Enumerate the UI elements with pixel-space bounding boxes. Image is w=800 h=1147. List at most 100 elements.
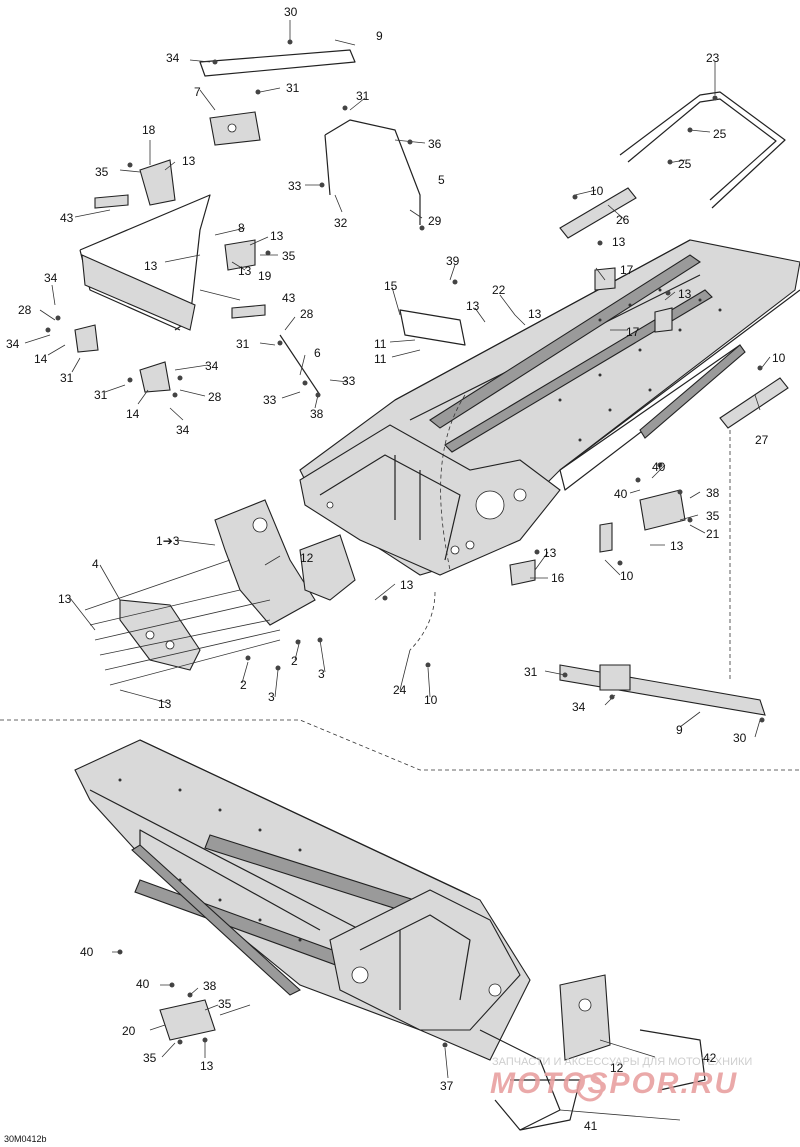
leader-lines-lower	[112, 951, 681, 1121]
callout-3: 3	[318, 667, 325, 681]
callout-40: 40	[136, 977, 150, 991]
callout-5: 5	[438, 173, 445, 187]
callout-13: 13	[270, 229, 284, 243]
callout-34: 34	[572, 700, 586, 714]
leader-lines-upper	[0, 20, 800, 771]
callout-34: 34	[166, 51, 180, 65]
callout-34: 34	[6, 337, 20, 351]
callout-13: 13	[612, 235, 626, 249]
callout-2: 2	[291, 654, 298, 668]
callout-12: 12	[300, 551, 314, 565]
callout-35: 35	[143, 1051, 157, 1065]
callout-8: 8	[238, 221, 245, 235]
callout-13: 13	[182, 154, 196, 168]
callout-11: 11	[374, 352, 387, 366]
callout-11: 11	[374, 337, 387, 351]
callout-1: 1	[156, 534, 163, 548]
callout-25: 25	[678, 157, 692, 171]
callout-43: 43	[60, 211, 74, 225]
callout-12: 12	[610, 1061, 624, 1075]
fasteners	[45, 39, 765, 723]
callout-13: 13	[528, 307, 542, 321]
watermark-brand: MOTOSPOR.RU	[490, 1067, 738, 1100]
callout-32: 32	[334, 216, 348, 230]
callout-3: 3	[173, 534, 180, 548]
callout-31: 31	[286, 81, 300, 95]
callout-26: 26	[616, 213, 630, 227]
upper-frame-assembly	[299, 239, 800, 576]
callout-21: 21	[706, 527, 720, 541]
callout-4: 4	[92, 557, 99, 571]
callout-13: 13	[466, 299, 480, 313]
callout-33: 33	[288, 179, 302, 193]
callout-40: 40	[80, 945, 94, 959]
callout-18: 18	[142, 123, 156, 137]
callout-13: 13	[543, 546, 557, 560]
callout-36: 36	[428, 137, 442, 151]
callout-10: 10	[620, 569, 634, 583]
callout-35: 35	[706, 509, 720, 523]
callout-41: 41	[584, 1119, 598, 1133]
callout-13: 13	[200, 1059, 214, 1073]
callout-16: 16	[551, 571, 565, 585]
callout-17: 17	[620, 263, 634, 277]
lower-frame-assembly	[74, 739, 706, 1131]
callout-31: 31	[94, 388, 108, 402]
callout-28: 28	[208, 390, 222, 404]
callout-38: 38	[706, 486, 720, 500]
callout-20: 20	[122, 1024, 136, 1038]
callout-13: 13	[158, 697, 172, 711]
callout-31: 31	[60, 371, 74, 385]
gear-icon	[576, 1074, 604, 1102]
upper-column-parts	[74, 49, 466, 396]
callout-35: 35	[218, 997, 232, 1011]
rear-arm	[559, 664, 766, 716]
callout-34: 34	[44, 271, 58, 285]
callout-10: 10	[424, 693, 438, 707]
callout-15: 15	[384, 279, 398, 293]
callout-6: 6	[314, 346, 321, 360]
callout-13: 13	[58, 592, 72, 606]
callout-24: 24	[393, 683, 407, 697]
callout-33: 33	[342, 374, 356, 388]
callout-43: 43	[282, 291, 296, 305]
callout-28: 28	[18, 303, 32, 317]
callout-31: 31	[356, 89, 370, 103]
callout-14: 14	[34, 352, 48, 366]
callout-17: 17	[626, 325, 640, 339]
callout-23: 23	[706, 51, 720, 65]
callout-arrow-icon: ➔	[163, 534, 173, 548]
callout-13: 13	[400, 578, 414, 592]
callout-13: 13	[678, 287, 692, 301]
callout-35: 35	[282, 249, 296, 263]
callout-30: 30	[284, 5, 298, 19]
callout-19: 19	[258, 269, 272, 283]
callout-7: 7	[194, 85, 201, 99]
callout-2: 2	[240, 678, 247, 692]
callout-13: 13	[670, 539, 684, 553]
callout-39: 39	[446, 254, 460, 268]
callout-40: 40	[652, 460, 666, 474]
callout-30: 30	[733, 731, 747, 745]
callouts: 30 9 34 31 7 31 36 5 33 32 29 23 25 25 1…	[4, 5, 786, 1144]
front-brackets	[119, 499, 356, 671]
document-reference: 30M0412b	[4, 1134, 47, 1144]
callout-31: 31	[236, 337, 250, 351]
callout-13: 13	[238, 264, 252, 278]
callout-42: 42	[703, 1051, 717, 1065]
callout-27: 27	[755, 433, 769, 447]
callout-38: 38	[310, 407, 324, 421]
callout-40: 40	[614, 487, 628, 501]
callout-31: 31	[524, 665, 538, 679]
callout-34: 34	[176, 423, 190, 437]
callout-35: 35	[95, 165, 109, 179]
callout-34: 34	[205, 359, 219, 373]
callout-10: 10	[772, 351, 786, 365]
callout-1-to-3: 1➔3	[156, 534, 180, 548]
rear-bumper-parts	[509, 91, 789, 586]
callout-25: 25	[713, 127, 727, 141]
watermark-tagline: ЗАПЧАСТИ И АКСЕССУАРЫ ДЛЯ МОТОТЕХНИКИ	[492, 1056, 752, 1068]
callout-22: 22	[492, 283, 506, 297]
